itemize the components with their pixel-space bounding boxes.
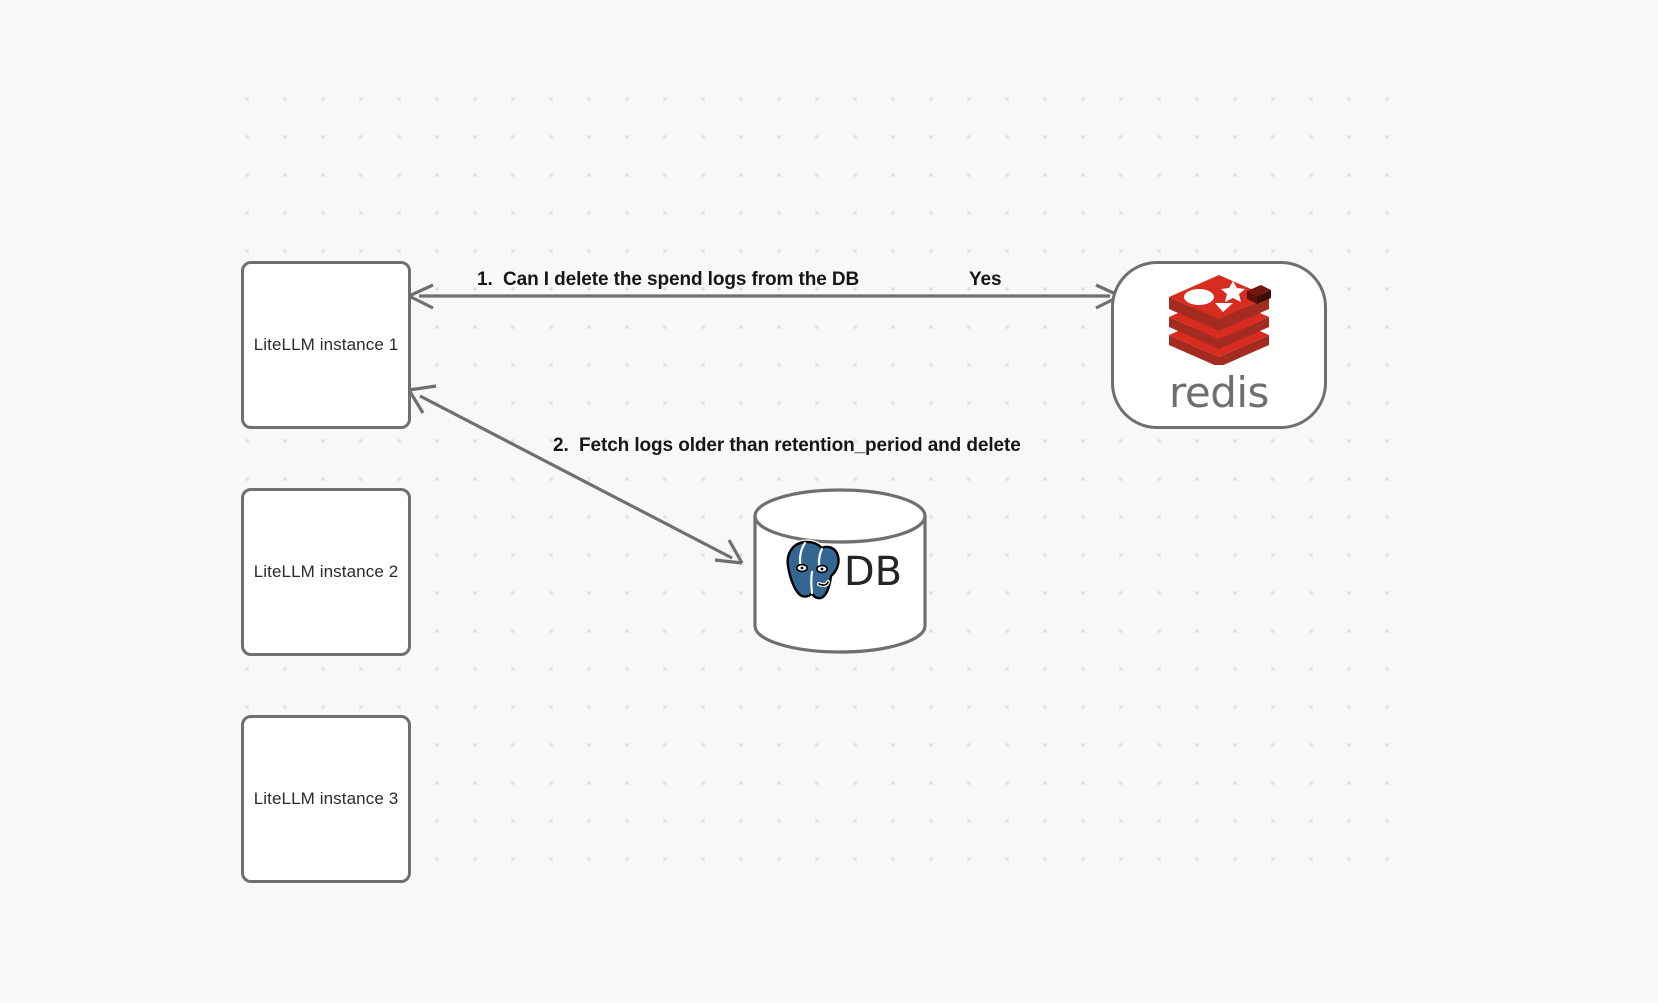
edge-label-request: 1. Can I delete the spend logs from the … [477, 269, 860, 290]
node-litellm-instance-2[interactable]: LiteLLM instance 2 [241, 488, 411, 656]
node-db[interactable]: DB [753, 494, 927, 649]
edge-label-fetch-delete: 2. Fetch logs older than retention_perio… [553, 435, 1021, 456]
node-redis[interactable]: redis [1111, 261, 1327, 429]
edge-label-reply: Yes [969, 269, 1002, 290]
node-litellm-instance-3[interactable]: LiteLLM instance 3 [241, 715, 411, 883]
node-litellm-instance-1[interactable]: LiteLLM instance 1 [241, 261, 411, 429]
node-litellm-instance-3-label: LiteLLM instance 3 [253, 789, 399, 808]
node-litellm-instance-1-label: LiteLLM instance 1 [253, 335, 399, 354]
redis-wordmark-label: redis [1169, 367, 1269, 417]
edge-litellm1-db [407, 384, 744, 565]
node-litellm-instance-2-label: LiteLLM instance 2 [253, 562, 399, 581]
redis-logo-icon [1163, 273, 1275, 370]
db-label: DB [843, 548, 903, 595]
postgresql-elephant-icon [778, 536, 846, 607]
